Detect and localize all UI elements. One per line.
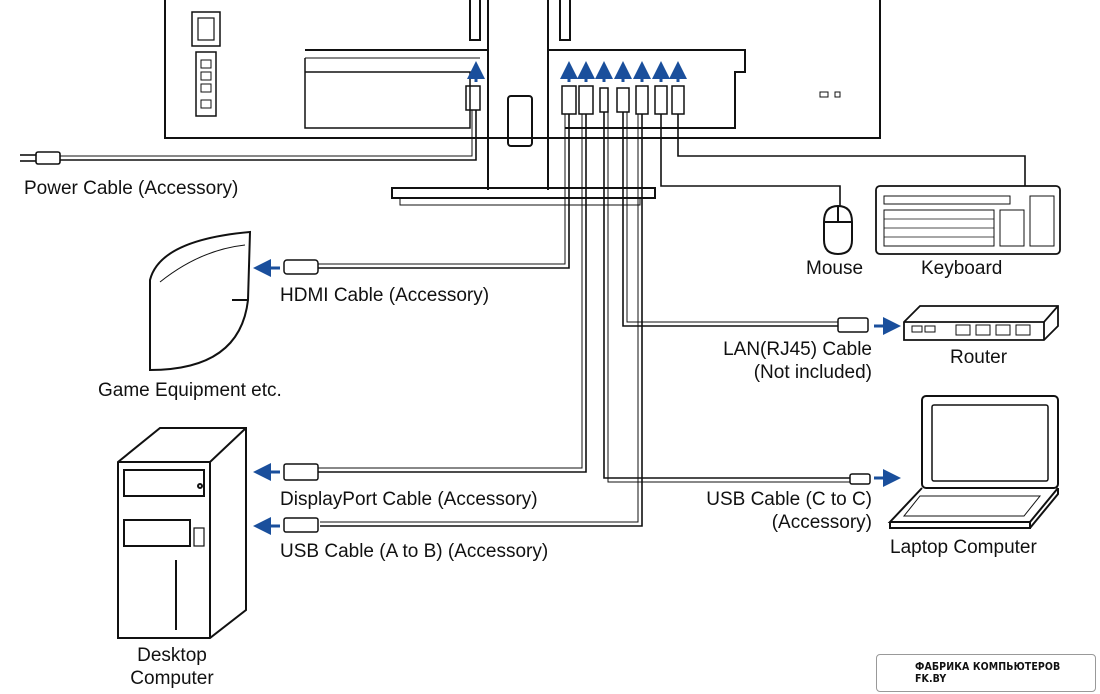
label-lan-line2: (Not included): [753, 362, 872, 383]
watermark-badge: ФАБРИКА КОМПЬЮТЕРОВ FK.BY: [876, 654, 1096, 692]
cable-plugs: [283, 259, 871, 533]
label-usb-cc-cable: USB Cable (C to C) (Accessory): [660, 488, 872, 534]
port-arrows: [467, 61, 687, 82]
label-displayport-cable: DisplayPort Cable (Accessory): [280, 489, 538, 510]
label-desktop-line1: Desktop: [137, 645, 207, 666]
monitor-back: [164, 0, 881, 206]
laptop-computer-device: [887, 395, 1059, 529]
desktop-computer-device: [117, 427, 247, 639]
label-keyboard: Keyboard: [921, 258, 1003, 279]
mouse-device: [823, 204, 853, 256]
power-plug: [20, 151, 61, 165]
label-router: Router: [950, 347, 1008, 368]
label-laptop: Laptop Computer: [890, 537, 1037, 558]
label-usb-cc-line1: USB Cable (C to C): [706, 489, 872, 510]
cables: [60, 110, 1026, 527]
game-equipment-device: [149, 230, 252, 372]
label-lan-cable: LAN(RJ45) Cable (Not included): [680, 338, 872, 384]
label-game-equipment: Game Equipment etc.: [98, 380, 282, 401]
label-power-cable: Power Cable (Accessory): [24, 178, 239, 199]
label-hdmi-cable: HDMI Cable (Accessory): [280, 285, 490, 306]
watermark-text: ФАБРИКА КОМПЬЮТЕРОВ FK.BY: [915, 661, 1061, 685]
device-arrows: [253, 259, 901, 535]
router-device: [903, 305, 1059, 341]
label-lan-line1: LAN(RJ45) Cable: [723, 339, 872, 360]
label-desktop-line2: Computer: [130, 668, 214, 689]
label-desktop-computer: Desktop Computer: [112, 644, 232, 690]
label-usb-ab-cable: USB Cable (A to B) (Accessory): [280, 541, 549, 562]
label-mouse: Mouse: [806, 258, 864, 279]
keyboard-device: [875, 185, 1061, 255]
label-usb-cc-line2: (Accessory): [771, 512, 872, 533]
